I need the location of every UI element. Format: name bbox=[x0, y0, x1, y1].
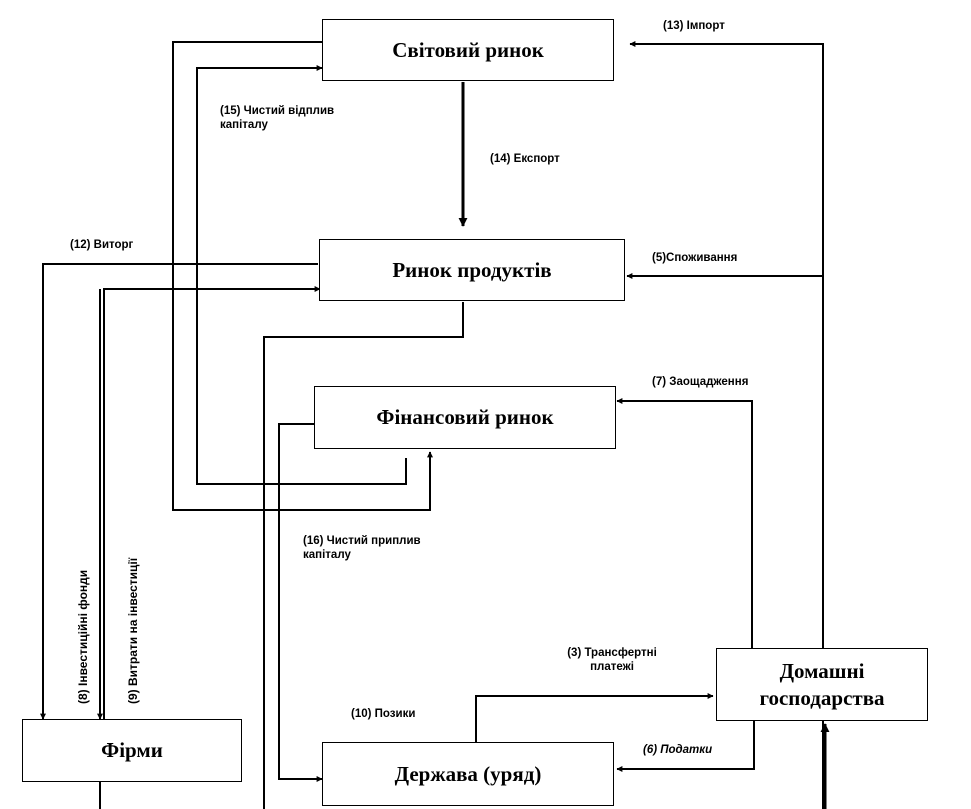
product-market-label: Ринок продуктів bbox=[392, 257, 552, 282]
firms-box: Фірми bbox=[22, 719, 242, 782]
flow-9-label: (9) Витрати на інвестиції bbox=[126, 557, 140, 704]
flow-14-label: (14) Експорт bbox=[490, 153, 560, 165]
households-box: Домашні господарства bbox=[716, 648, 928, 721]
flow-16-label: (16) Чистий приплив капіталу bbox=[303, 535, 421, 562]
flow-13-import-line bbox=[629, 41, 824, 809]
flow-9-invest-spend-line bbox=[103, 286, 321, 721]
world-market-box: Світовий ринок bbox=[322, 19, 614, 81]
flow-7-savings-line bbox=[616, 398, 753, 648]
flow-7-label: (7) Заощадження bbox=[652, 376, 749, 388]
flow-3-label: (3) Трансфертні платежі bbox=[567, 647, 657, 674]
flow-10-label: (10) Позики bbox=[351, 708, 416, 720]
state-box: Держава (уряд) bbox=[322, 742, 614, 806]
households-label: Домашні господарства bbox=[759, 659, 885, 710]
state-label: Держава (уряд) bbox=[394, 761, 542, 786]
flow-5-label: (5)Споживання bbox=[652, 252, 738, 264]
financial-market-box: Фінансовий ринок bbox=[314, 386, 616, 449]
flow-12-revenue-line bbox=[40, 263, 318, 720]
flow-12-label: (12) Виторг bbox=[70, 239, 134, 251]
flow-10-loans-line bbox=[278, 423, 323, 782]
world-market-label: Світовий ринок bbox=[392, 37, 544, 62]
flow-15-label: (15) Чистий відплив капіталу bbox=[220, 105, 335, 132]
flow-8-label: (8) Інвестиційні фонди bbox=[76, 569, 90, 704]
flow-15-outflow-line bbox=[196, 65, 407, 485]
flow-6-taxes-line bbox=[616, 721, 755, 772]
flow-6-label: (6) Податки bbox=[643, 744, 713, 756]
flow-13-label: (13) Імпорт bbox=[663, 20, 725, 32]
flow-3-transfer-line bbox=[475, 693, 714, 743]
financial-market-label: Фінансовий ринок bbox=[376, 405, 554, 430]
product-market-box: Ринок продуктів bbox=[319, 239, 625, 301]
flow-16-inflow-line bbox=[172, 41, 433, 511]
product-to-state-line bbox=[263, 302, 464, 809]
firms-label: Фірми bbox=[101, 738, 163, 763]
